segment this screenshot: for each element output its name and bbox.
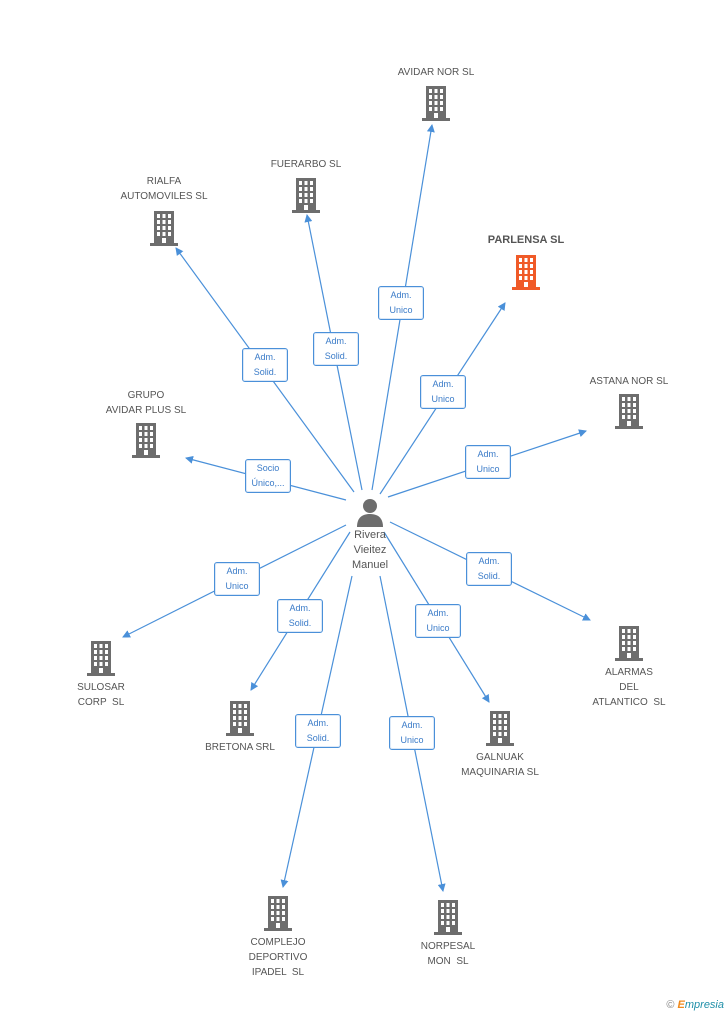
building-icon: [614, 625, 644, 666]
role-label-alarmas[interactable]: Adm. Solid.: [466, 552, 512, 586]
company-name: ASTANA NOR SL: [589, 376, 669, 387]
building-icon: [86, 640, 116, 681]
building-icon: [421, 85, 451, 126]
company-name: FUERARBO SL: [270, 159, 342, 170]
role-label-grupo-avidar[interactable]: Socio Único,...: [245, 459, 291, 493]
company-name: GRUPO AVIDAR PLUS SL: [105, 390, 187, 416]
building-icon: [149, 210, 179, 251]
brand-logo-e: E: [677, 999, 685, 1011]
company-name: COMPLEJO DEPORTIVO IPADEL SL: [248, 937, 308, 978]
building-icon: [131, 422, 161, 463]
role-label-complejo[interactable]: Adm. Solid.: [295, 714, 341, 748]
person-name: Rivera Vieitez Manuel: [351, 529, 389, 571]
role-label-avidar-nor[interactable]: Adm. Unico: [378, 286, 424, 320]
role-label-sulosar[interactable]: Adm. Unico: [214, 562, 260, 596]
role-label-galnuak[interactable]: Adm. Unico: [415, 604, 461, 638]
role-label-norpesal[interactable]: Adm. Unico: [389, 716, 435, 750]
role-label-rialfa[interactable]: Adm. Solid.: [242, 348, 288, 382]
company-name: NORPESAL MON SL: [420, 941, 476, 967]
building-icon: [614, 393, 644, 434]
company-name: ALARMAS DEL ATLANTICO SL: [592, 667, 666, 708]
company-name: GALNUAK MAQUINARIA SL: [461, 752, 539, 778]
company-name: SULOSAR CORP SL: [77, 682, 125, 708]
copyright-icon: ©: [666, 999, 675, 1011]
building-icon: [225, 700, 255, 741]
role-label-fuerarbo[interactable]: Adm. Solid.: [313, 332, 359, 366]
role-label-bretona[interactable]: Adm. Solid.: [277, 599, 323, 633]
brand-logo-text: mpresia: [684, 999, 724, 1011]
footer-brand: © Empresia: [666, 999, 724, 1011]
center-person[interactable]: Rivera Vieitez Manuel: [330, 496, 410, 573]
role-label-parlensa[interactable]: Adm. Unico: [420, 375, 466, 409]
company-name: BRETONA SRL: [205, 742, 275, 753]
company-name: AVIDAR NOR SL: [397, 67, 475, 78]
building-icon: [291, 177, 321, 218]
building-icon: [263, 895, 293, 936]
role-label-astana-nor[interactable]: Adm. Unico: [465, 445, 511, 479]
building-icon: [433, 899, 463, 940]
building-icon: [485, 710, 515, 751]
company-name: PARLENSA SL: [487, 234, 565, 246]
building-icon: [511, 254, 541, 295]
person-icon: [357, 499, 383, 527]
company-name: RIALFA AUTOMOVILES SL: [120, 176, 208, 202]
